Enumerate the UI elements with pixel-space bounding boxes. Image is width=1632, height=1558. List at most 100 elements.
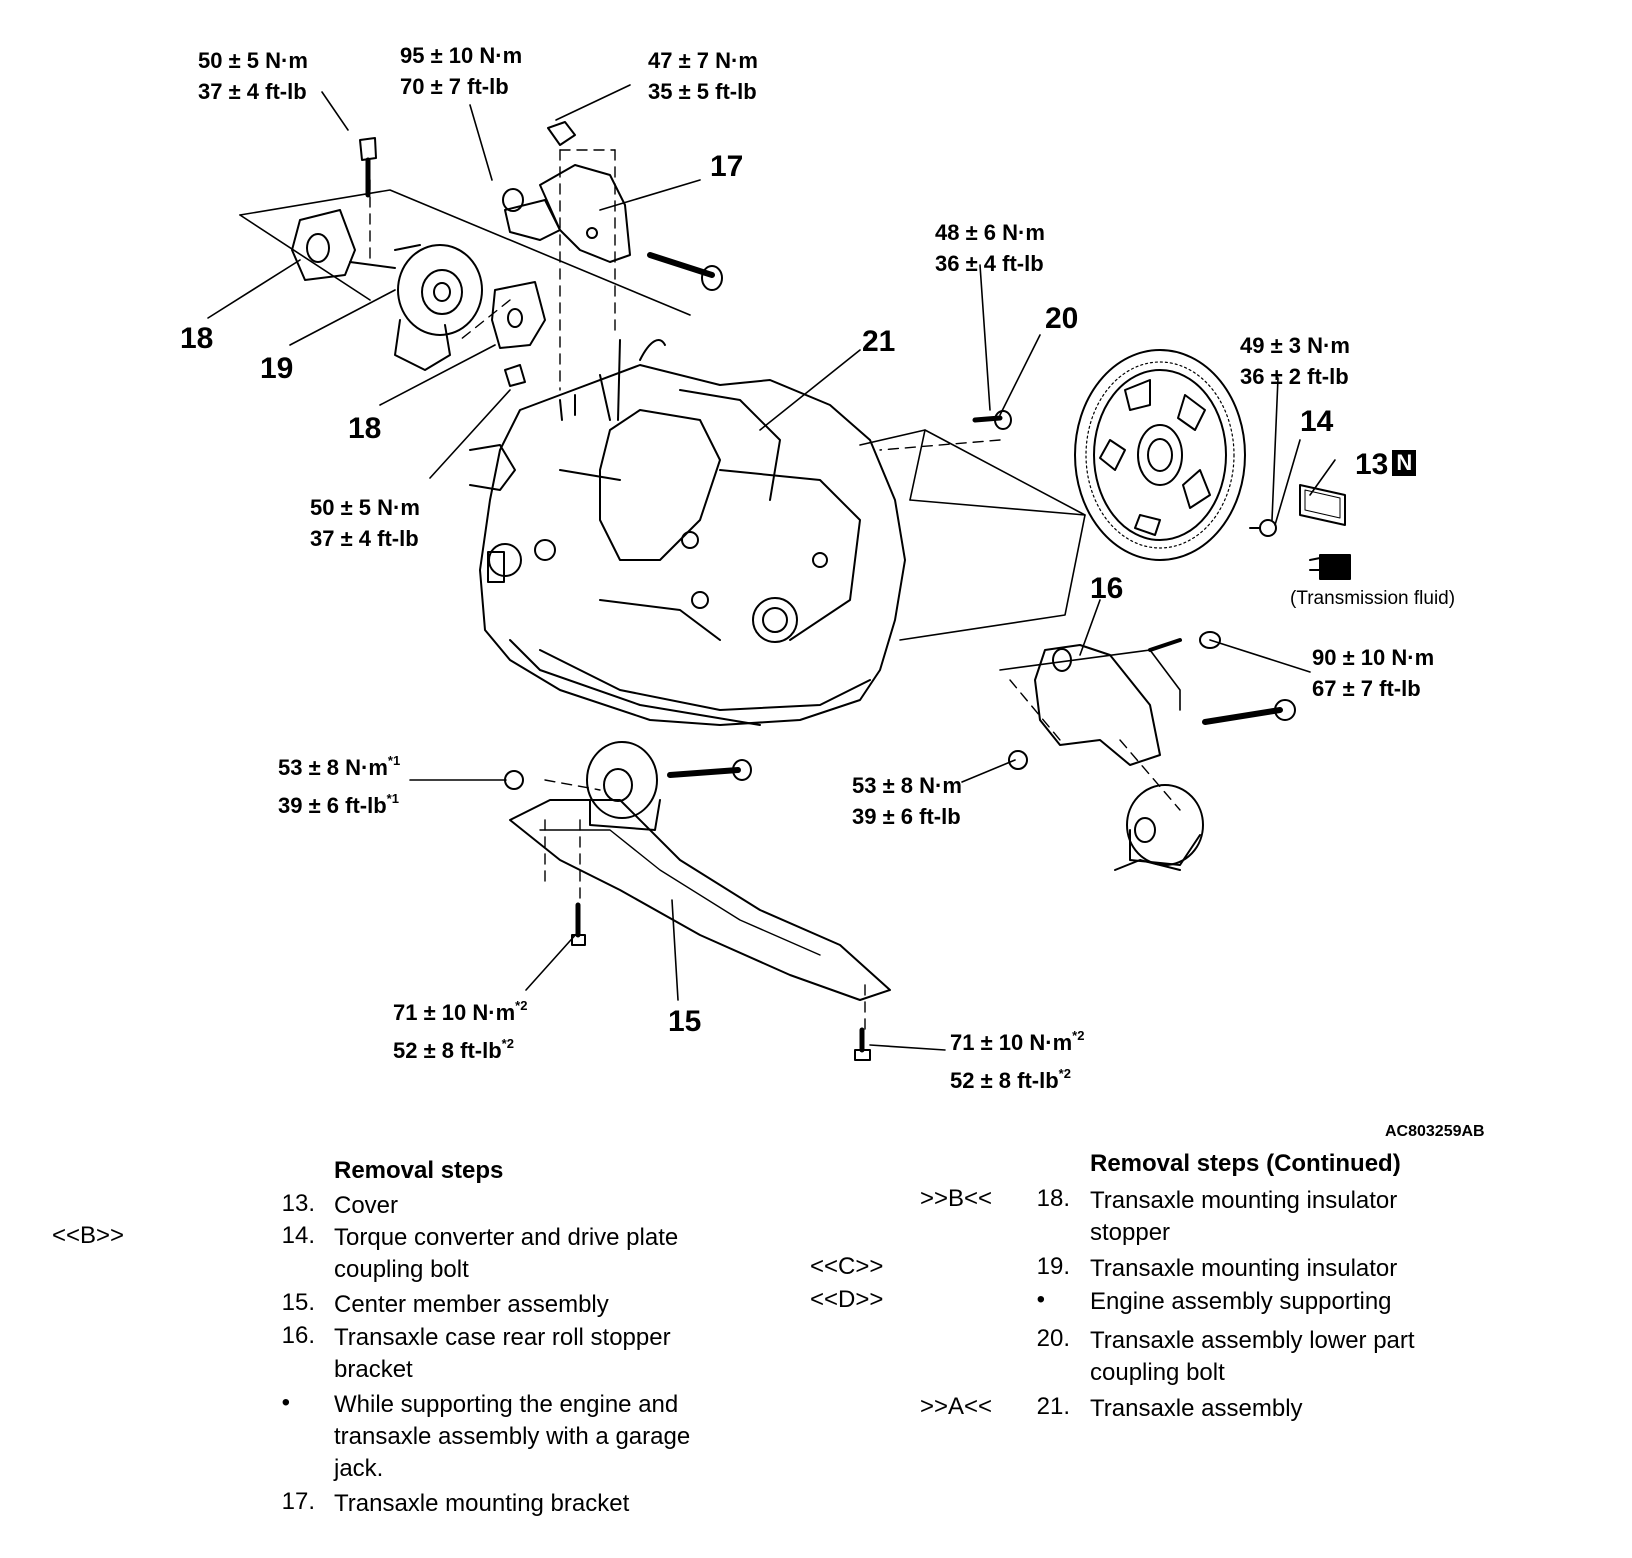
footnote-mark: *2 [1058, 1066, 1071, 1081]
step-text: Transaxle assembly [1090, 1395, 1303, 1422]
step-number: 13. [281, 1190, 315, 1217]
step-number: 19. [1036, 1253, 1070, 1280]
torque-nm: 90 ± 10 N·m [1312, 645, 1435, 670]
torque-label-drive-plate-bolt: 49 ± 3 N·m 36 ± 2 ft-lb [1240, 330, 1350, 392]
step-text: transaxle assembly with a garage [334, 1423, 691, 1450]
step-text: coupling bolt [334, 1256, 469, 1283]
callout-18-right: 18 [348, 412, 382, 445]
step-text: Transaxle case rear roll stopper [334, 1324, 671, 1351]
callout-14: 14 [1300, 405, 1334, 438]
bolt-20 [972, 410, 1012, 430]
callout-18-left: 18 [180, 322, 214, 355]
step-number: 18. [1036, 1185, 1070, 1212]
footnote-mark: *1 [387, 753, 401, 768]
torque-nm: 71 ± 10 N·m [393, 1000, 516, 1025]
bracket-17 [502, 121, 723, 291]
torque-label-roll-stopper-bolt: 90 ± 10 N·m 67 ± 7 ft-lb [1312, 642, 1434, 704]
center-member-15 [504, 741, 891, 1061]
insulator-19 [349, 244, 483, 371]
step-bullet: • [281, 1389, 290, 1416]
torque-ftlb: 37 ± 4 ft-lb [310, 526, 419, 551]
removal-steps-continued-title: Removal steps (Continued) [1090, 1150, 1401, 1177]
step-text: Transaxle assembly lower part [1090, 1327, 1415, 1354]
torque-ftlb: 52 ± 8 ft-lb [950, 1068, 1059, 1093]
step-number: 16. [281, 1322, 315, 1349]
removal-steps-title: Removal steps [334, 1157, 504, 1184]
torque-ftlb: 70 ± 7 ft-lb [400, 74, 509, 99]
torque-nm: 71 ± 10 N·m [950, 1030, 1073, 1055]
roll-stopper-bracket-16 [1008, 631, 1296, 770]
callout-19: 19 [260, 352, 294, 385]
step-ref: <<C>> [810, 1253, 884, 1280]
step-number: 14. [281, 1222, 315, 1249]
step-ref: >>A<< [920, 1393, 993, 1420]
torque-ftlb: 37 ± 4 ft-lb [198, 79, 307, 104]
torque-ftlb: 67 ± 7 ft-lb [1312, 676, 1421, 701]
step-text: Engine assembly supporting [1090, 1288, 1392, 1315]
step-text: stopper [1090, 1219, 1171, 1246]
torque-label-center-member-bolt-rear: 71 ± 10 N·m*2 52 ± 8 ft-lb*2 [950, 1020, 1084, 1096]
torque-ftlb: 39 ± 6 ft-lb [278, 793, 387, 818]
torque-nm: 49 ± 3 N·m [1240, 333, 1350, 358]
callout-15: 15 [668, 1005, 702, 1038]
step-ref: >>B<< [920, 1185, 993, 1212]
step-bullet: • [1036, 1286, 1045, 1313]
torque-label-roll-stopper-nut: 53 ± 8 N·m 39 ± 6 ft-lb [852, 770, 962, 832]
footnote-mark: *2 [1072, 1028, 1085, 1043]
cover-13 [1299, 484, 1346, 526]
bolts-top [359, 137, 526, 387]
torque-label-lower-coupling-bolt: 48 ± 6 N·m 36 ± 4 ft-lb [935, 217, 1045, 279]
torque-nm: 50 ± 5 N·m [198, 48, 308, 73]
torque-nm: 53 ± 8 N·m [278, 755, 388, 780]
torque-label-top-nut: 47 ± 7 N·m 35 ± 5 ft-lb [648, 45, 758, 107]
drive-plate [1074, 349, 1246, 561]
mount-plane-outline [239, 189, 691, 316]
step-text: While supporting the engine and [334, 1391, 679, 1418]
bolt-14 [1249, 519, 1277, 537]
torque-ftlb: 52 ± 8 ft-lb [393, 1038, 502, 1063]
step-text: coupling bolt [1090, 1359, 1225, 1386]
torque-ftlb: 36 ± 4 ft-lb [935, 251, 1044, 276]
callout-17: 17 [710, 150, 744, 183]
insulator-stopper-18b [491, 281, 546, 349]
step-text: jack. [334, 1455, 384, 1482]
torque-ftlb: 39 ± 6 ft-lb [852, 804, 961, 829]
transmission-fluid-note: (Transmission fluid) [1290, 588, 1456, 609]
step-text: Cover [334, 1192, 399, 1219]
step-ref: <<D>> [810, 1286, 884, 1313]
torque-label-center-member-bolt-front: 71 ± 10 N·m*2 52 ± 8 ft-lb*2 [393, 990, 527, 1066]
torque-label-mount-bolt: 50 ± 5 N·m 37 ± 4 ft-lb [198, 45, 308, 107]
torque-nm: 53 ± 8 N·m [852, 773, 962, 798]
figure-id: AC803259AB [1385, 1123, 1485, 1140]
step-number: 15. [281, 1289, 315, 1316]
step-text: Transaxle mounting insulator [1090, 1187, 1398, 1214]
torque-label-bracket-nut: 95 ± 10 N·m 70 ± 7 ft-lb [400, 40, 522, 102]
step-text: Transaxle mounting insulator [1090, 1255, 1398, 1282]
footnote-mark: *2 [515, 998, 528, 1013]
rear-insulator [1114, 784, 1204, 871]
step-text: Torque converter and drive plate [334, 1224, 679, 1251]
torque-nm: 95 ± 10 N·m [400, 43, 523, 68]
callout-21: 21 [862, 325, 896, 358]
insulator-stopper-18a [291, 209, 356, 281]
step-number: 17. [281, 1488, 315, 1515]
torque-nm: 48 ± 6 N·m [935, 220, 1045, 245]
torque-label-center-member-nut: 53 ± 8 N·m*1 39 ± 6 ft-lb*1 [278, 745, 400, 821]
step-ref: <<B>> [52, 1222, 125, 1249]
alignment-dashes [369, 149, 1181, 1031]
torque-ftlb: 36 ± 2 ft-lb [1240, 364, 1349, 389]
footnote-mark: *1 [386, 791, 399, 806]
torque-nm: 50 ± 5 N·m [310, 495, 420, 520]
engine-outline [859, 429, 1181, 711]
fluid-can [1309, 554, 1351, 580]
step-number: 21. [1036, 1393, 1070, 1420]
step-text: Center member assembly [334, 1291, 609, 1318]
torque-label-insulator-bolt: 50 ± 5 N·m 37 ± 4 ft-lb [310, 492, 420, 554]
torque-ftlb: 35 ± 5 ft-lb [648, 79, 757, 104]
torque-nm: 47 ± 7 N·m [648, 48, 758, 73]
step-text: Transaxle mounting bracket [334, 1490, 630, 1517]
new-part-badge: N [1392, 450, 1417, 476]
